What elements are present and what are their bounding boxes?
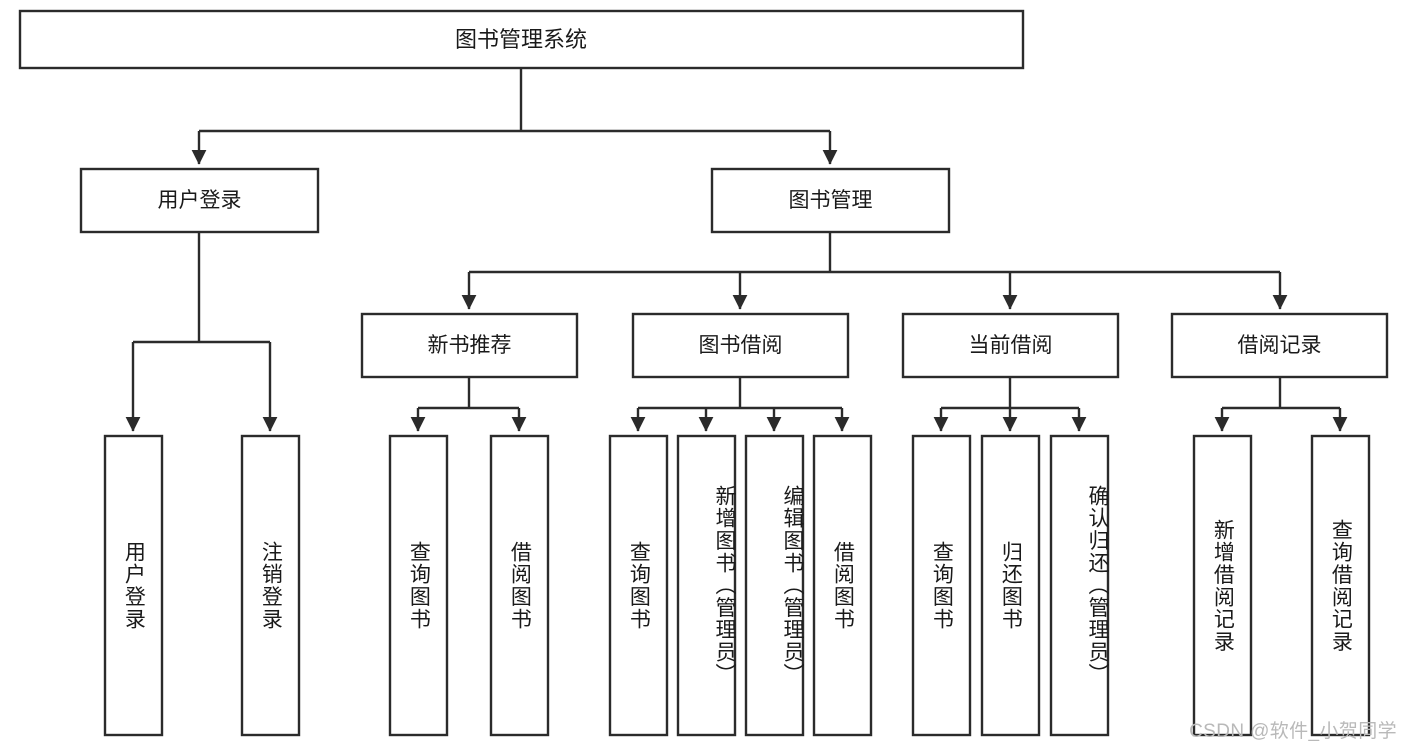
node-new-book-recommend[interactable]: 新书推荐 (360, 312, 579, 379)
leaf-box-current-borrow-0[interactable] (911, 434, 972, 737)
node-borrow-record[interactable]: 借阅记录 (1170, 312, 1389, 379)
leaf-box-current-borrow-2[interactable] (1049, 434, 1110, 737)
node-user-login[interactable]: 用户登录 (79, 167, 320, 234)
node-root-system-label: 图书管理系统 (455, 27, 587, 52)
node-book-manage-label: 图书管理 (789, 189, 873, 212)
leaf-box-new-book-1[interactable] (489, 434, 550, 737)
leaf-box-user-login-1[interactable] (240, 434, 301, 737)
leaf-box-book-borrow-2[interactable] (744, 434, 805, 737)
node-current-borrow[interactable]: 当前借阅 (901, 312, 1120, 379)
node-borrow-record-label: 借阅记录 (1238, 334, 1322, 357)
node-new-book-recommend-label: 新书推荐 (428, 334, 512, 357)
leaf-box-book-borrow-0[interactable] (608, 434, 669, 737)
watermark-label: CSDN @软件_小贺同学 (1189, 721, 1397, 742)
node-book-borrow-label: 图书借阅 (699, 334, 783, 357)
leaf-box-book-borrow-1[interactable] (676, 434, 737, 737)
connector-layer (125, 68, 1348, 432)
leaf-box-user-login-0[interactable] (103, 434, 164, 737)
node-book-borrow[interactable]: 图书借阅 (631, 312, 850, 379)
leaf-box-borrow-record-1[interactable] (1310, 434, 1371, 737)
node-layer: 图书管理系统 用户登录 图书管理 新书推荐 图书借阅 (18, 9, 1389, 737)
node-book-manage[interactable]: 图书管理 (710, 167, 951, 234)
leaf-box-current-borrow-1[interactable] (980, 434, 1041, 737)
leaf-box-book-borrow-3[interactable] (812, 434, 873, 737)
leaf-box-new-book-0[interactable] (388, 434, 449, 737)
node-root-system[interactable]: 图书管理系统 (18, 9, 1025, 70)
node-current-borrow-label: 当前借阅 (969, 334, 1053, 357)
leaf-box-borrow-record-0[interactable] (1192, 434, 1253, 737)
node-user-login-label: 用户登录 (158, 189, 242, 212)
